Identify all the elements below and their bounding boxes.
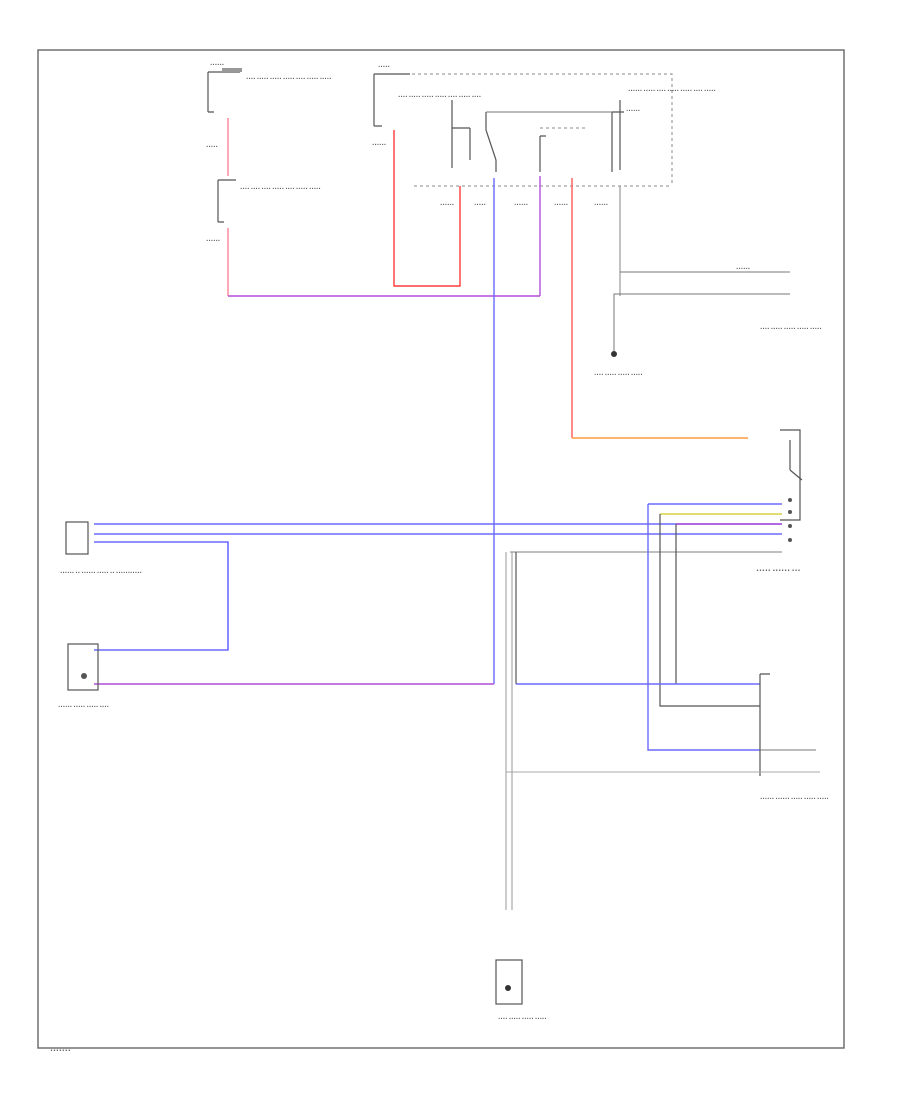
fuse-top-mid: ••••• •••• ••••• ••••• ••••• •••• ••••• … [372, 64, 481, 147]
bottom-wiring [505, 552, 513, 910]
svg-text:•••••: ••••• [474, 202, 486, 207]
svg-text:••••••: •••••• [210, 62, 224, 67]
svg-text:••••••: •••••• [206, 238, 220, 243]
fuse-top-mid-label: •••• ••••• ••••• ••••• •••• ••••• •••• [398, 94, 481, 99]
svg-text:••••••: •••••• [514, 202, 528, 207]
svg-text:••••••: •••••• [626, 108, 640, 113]
top-wiring [227, 118, 748, 684]
ground-mid: •••• ••••• ••••• ••••• [594, 351, 643, 377]
main-relay: •••••• ••••• •••• ••••• ••••• •••• •••••… [451, 88, 716, 172]
relay-pin-labels: •••••• ••••• •••••• •••••• •••••• [440, 202, 608, 207]
svg-text:••••••: •••••• [372, 142, 386, 147]
page-footer: ••••••• [50, 1048, 71, 1054]
relay-left-label: •••• •••• •••• ••••• •••• ••••• ••••• [240, 186, 321, 191]
right-connector: •••••• •••• ••••• ••••• ••••• ••••• [613, 266, 822, 352]
left-connector: •••••• •• •••••• ••••• •• ••••••••••• [60, 521, 142, 575]
blower-motor: •••••• ••••• ••••• •••• [58, 643, 109, 709]
blower-switch: ••••• •••••• ••• [756, 429, 803, 574]
svg-text:••••••: •••••• [554, 202, 568, 207]
svg-text:••••••: •••••• [594, 202, 608, 207]
main-relay-label: •••••• ••••• •••• ••••• ••••• •••• ••••• [628, 88, 716, 93]
ground-bottom: •••• ••••• ••••• ••••• [495, 959, 547, 1021]
svg-text:••••••: •••••• [736, 266, 750, 271]
blower-switch-label: ••••• •••••• ••• [756, 568, 801, 574]
ground-mid-label: •••• ••••• ••••• ••••• [594, 372, 643, 377]
fuse-top-left-label: •••• ••••• ••••• ••••• •••• ••••• ••••• [246, 76, 332, 81]
left-connector-label: •••••• •• •••••• ••••• •• ••••••••••• [60, 570, 142, 575]
blower-resistor: •••••• •••••• ••••• ••••• ••••• [759, 673, 829, 801]
svg-text:•••••: ••••• [206, 144, 218, 149]
middle-wiring [94, 503, 782, 751]
blower-resistor-label: •••••• •••••• ••••• ••••• ••••• [760, 796, 829, 801]
ground-bottom-label: •••• ••••• ••••• ••••• [498, 1016, 547, 1021]
svg-text:•••••: ••••• [378, 64, 390, 69]
right-connector-label: •••• ••••• ••••• ••••• ••••• [760, 326, 822, 331]
blower-motor-label: •••••• ••••• ••••• •••• [58, 704, 109, 709]
svg-text:••••••: •••••• [440, 202, 454, 207]
main-relay-outline-top [412, 73, 673, 186]
page-frame [37, 49, 845, 1049]
fuse-top-left: •••••• •••• ••••• ••••• ••••• •••• •••••… [207, 62, 332, 113]
relay-left: ••••• •••• •••• •••• ••••• •••• ••••• ••… [206, 144, 321, 243]
